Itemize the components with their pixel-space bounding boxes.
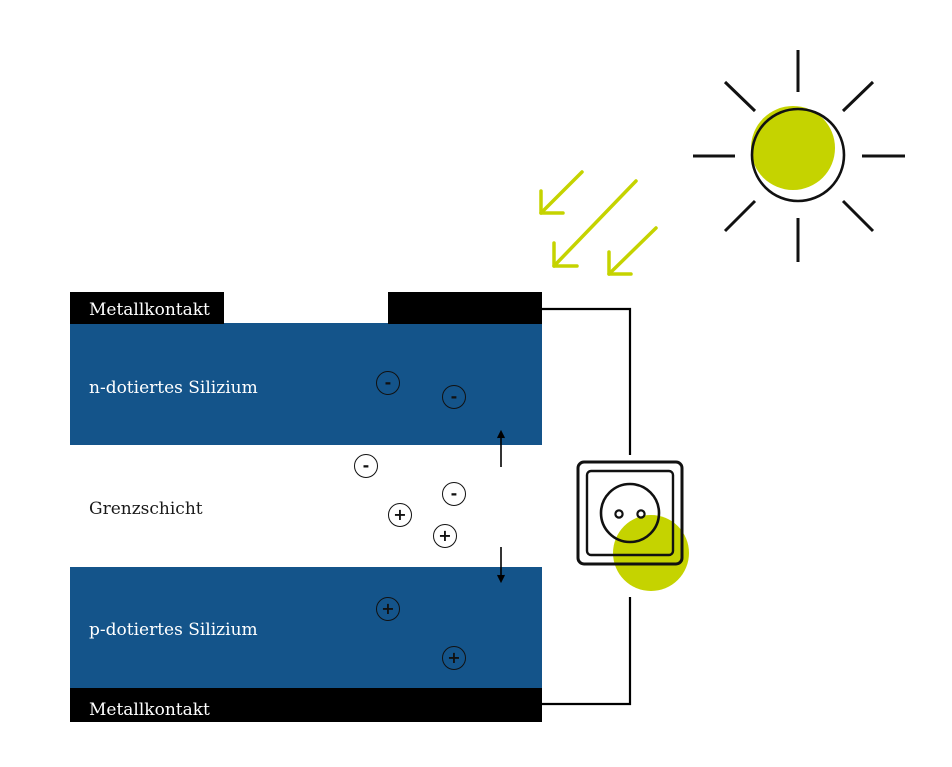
electron-flow-arrow-icon	[497, 429, 505, 467]
power-socket-icon	[576, 460, 689, 591]
hole-charge: +	[388, 503, 412, 527]
hole-flow-arrow-icon	[497, 547, 505, 584]
metal-contact-bottom	[70, 688, 542, 722]
n-doped-layer	[70, 323, 542, 445]
hole-charge: +	[442, 646, 466, 670]
electron-charge: -	[442, 385, 466, 409]
metal-contact-top-right	[388, 292, 542, 324]
circuit-wire-top	[542, 307, 632, 455]
light-rays-icon	[539, 170, 658, 276]
hole-charge: +	[433, 524, 457, 548]
n-layer-label: n-dotiertes Silizium	[89, 378, 258, 398]
sun-icon	[693, 50, 905, 262]
electron-charge: -	[442, 482, 466, 506]
electron-charge: -	[376, 371, 400, 395]
metal-contact-bottom-label: Metallkontakt	[89, 700, 210, 720]
p-layer-label: p-dotiertes Silizium	[89, 620, 258, 640]
metal-contact-top-left	[70, 292, 224, 324]
arrow-down-left-icon	[539, 170, 584, 215]
circuit-wire-bottom	[542, 597, 632, 706]
arrow-down-left-icon	[607, 226, 658, 276]
metal-contact-top-label: Metallkontakt	[89, 300, 210, 320]
arrow-down-left-icon	[552, 179, 638, 268]
p-doped-layer	[70, 567, 542, 689]
hole-charge: +	[376, 597, 400, 621]
electron-charge: -	[354, 454, 378, 478]
junction-label: Grenzschicht	[89, 499, 203, 519]
